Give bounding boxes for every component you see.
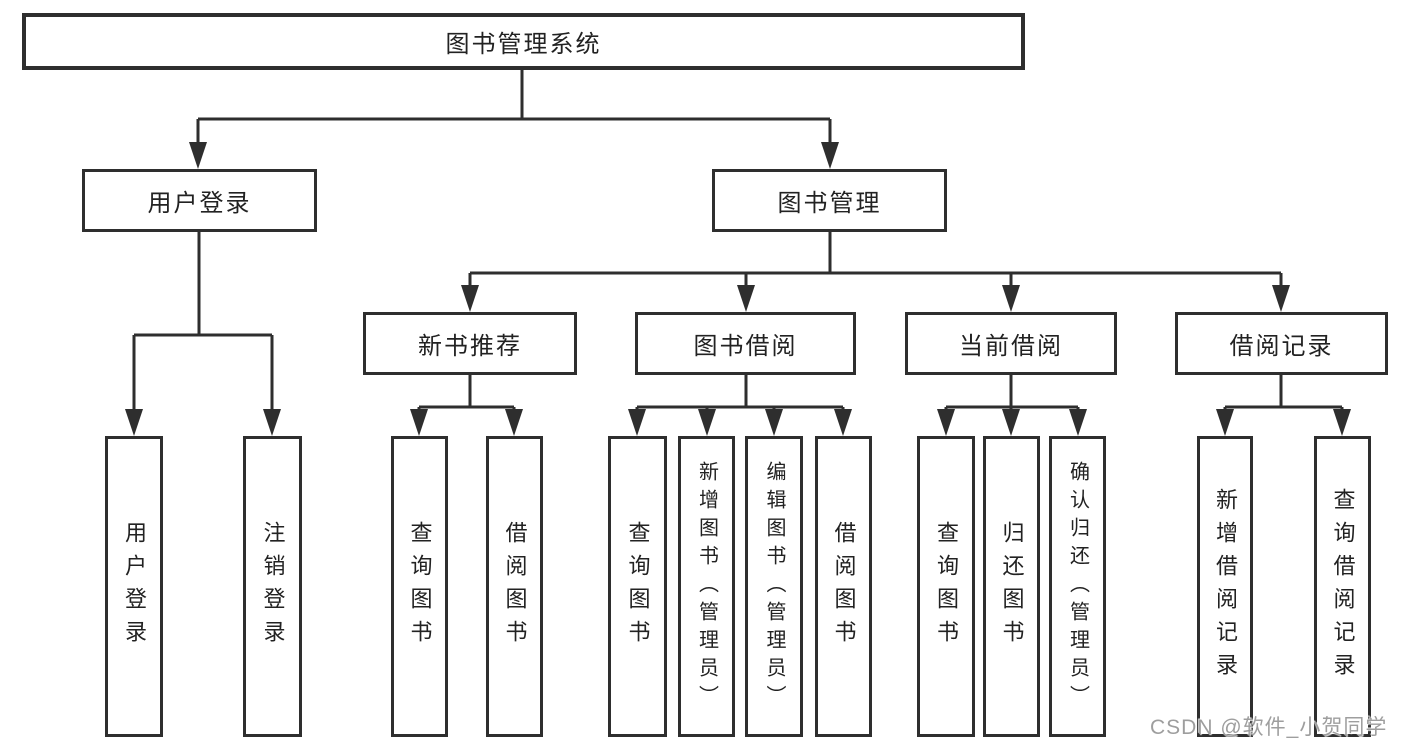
leaf-borrow-book: 借阅图书 xyxy=(815,436,872,737)
node-current-borrow: 当前借阅 xyxy=(905,312,1117,375)
node-user-login-branch-label: 用户登录 xyxy=(147,190,252,217)
node-user-login-branch: 用户登录 xyxy=(82,169,317,232)
node-new-book-recommend: 新书推荐 xyxy=(363,312,577,375)
node-new-book-recommend-label: 新书推荐 xyxy=(418,333,522,360)
leaf-return-book-label: 归还图书 xyxy=(999,520,1025,653)
leaf-edit-book-admin-label: 编辑图书（管理员） xyxy=(763,460,785,713)
node-book-management-branch-label: 图书管理 xyxy=(777,190,882,217)
node-book-borrow-label: 图书借阅 xyxy=(693,333,798,360)
leaf-add-borrow-record: 新增借阅记录 xyxy=(1197,436,1253,737)
leaf-return-book: 归还图书 xyxy=(983,436,1040,737)
leaf-add-book-admin-label: 新增图书（管理员） xyxy=(695,460,718,713)
leaf-user-login-label: 用户登录 xyxy=(122,520,147,653)
node-system-root-label: 图书管理系统 xyxy=(445,31,602,58)
node-book-management-branch: 图书管理 xyxy=(712,169,947,232)
leaf-current-query-book: 查询图书 xyxy=(917,436,975,737)
node-book-borrow: 图书借阅 xyxy=(635,312,856,375)
node-current-borrow-label: 当前借阅 xyxy=(959,333,1063,360)
leaf-recommend-query-book: 查询图书 xyxy=(391,436,448,737)
leaf-confirm-return-admin-label: 确认归还（管理员） xyxy=(1066,460,1089,713)
leaf-logout-label: 注销登录 xyxy=(260,520,286,653)
leaf-add-book-admin: 新增图书（管理员） xyxy=(678,436,735,737)
leaf-user-login: 用户登录 xyxy=(105,436,163,737)
leaf-borrow-query-book: 查询图书 xyxy=(608,436,667,737)
leaf-current-query-book-label: 查询图书 xyxy=(934,520,959,653)
leaf-query-borrow-record: 查询借阅记录 xyxy=(1314,436,1371,737)
watermark: CSDN @软件_小贺同学 xyxy=(1150,716,1388,739)
leaf-recommend-borrow-book: 借阅图书 xyxy=(486,436,543,737)
leaf-add-borrow-record-label: 新增借阅记录 xyxy=(1213,487,1238,686)
leaf-borrow-book-label: 借阅图书 xyxy=(831,520,857,653)
node-borrow-record-label: 借阅记录 xyxy=(1229,333,1334,360)
leaf-recommend-borrow-book-label: 借阅图书 xyxy=(502,520,528,653)
leaf-edit-book-admin: 编辑图书（管理员） xyxy=(745,436,803,737)
leaf-recommend-query-book-label: 查询图书 xyxy=(407,520,433,653)
leaf-borrow-query-book-label: 查询图书 xyxy=(625,520,651,653)
leaf-query-borrow-record-label: 查询借阅记录 xyxy=(1330,487,1356,686)
leaf-confirm-return-admin: 确认归还（管理员） xyxy=(1049,436,1106,737)
node-borrow-record: 借阅记录 xyxy=(1175,312,1388,375)
leaf-logout: 注销登录 xyxy=(243,436,302,737)
node-system-root: 图书管理系统 xyxy=(22,13,1025,70)
